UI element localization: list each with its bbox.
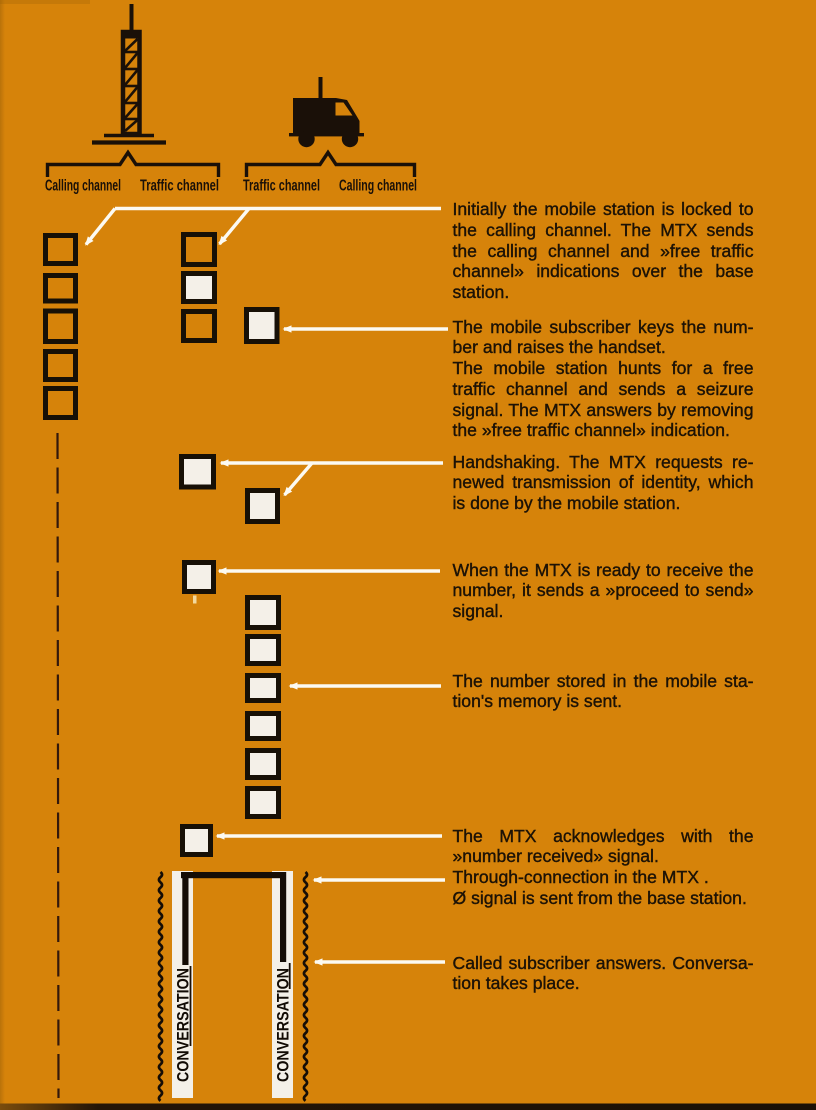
svg-text:Traffic channel: Traffic channel bbox=[243, 178, 320, 195]
svg-text:Calling channel: Calling channel bbox=[339, 178, 417, 195]
svg-text:Traffic channel: Traffic channel bbox=[140, 178, 219, 195]
svg-text:CONVERSATION: CONVERSATION bbox=[275, 968, 293, 1082]
svg-text:CONVERSATION: CONVERSATION bbox=[175, 968, 193, 1082]
svg-text:Calling channel: Calling channel bbox=[45, 178, 121, 195]
